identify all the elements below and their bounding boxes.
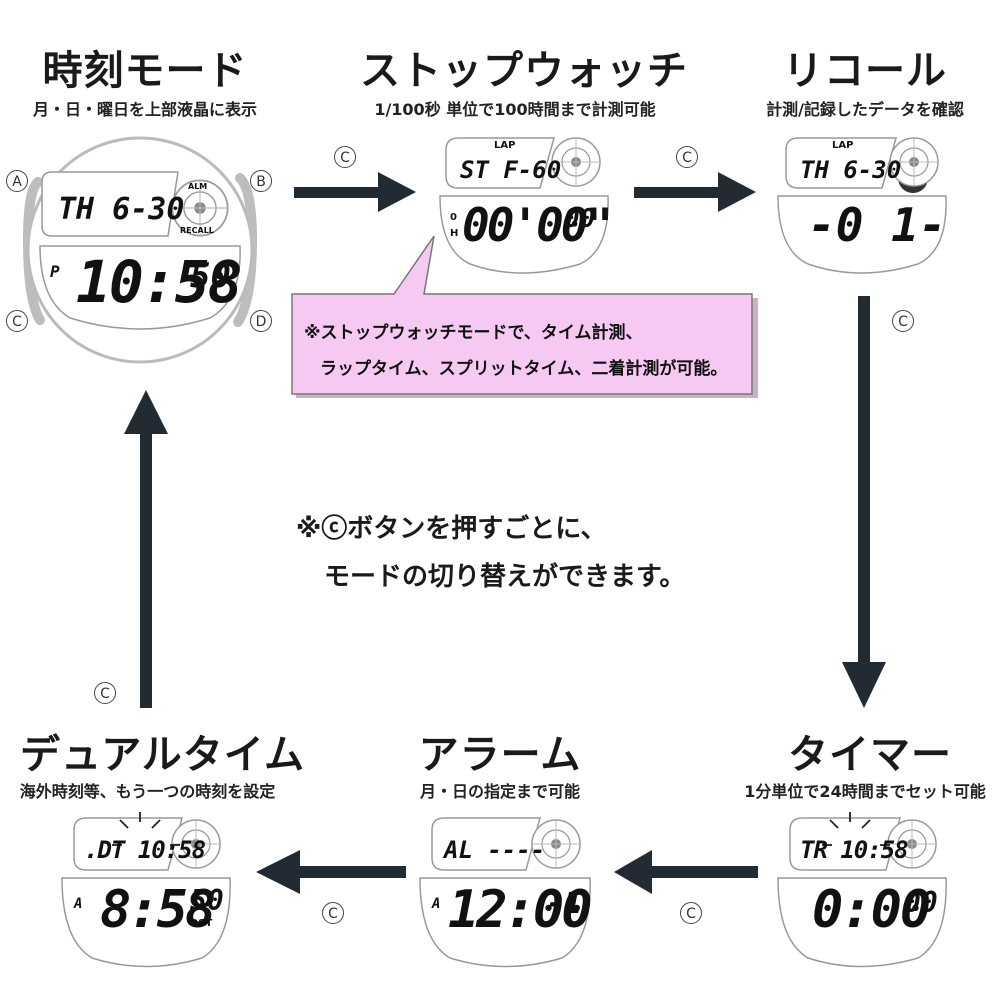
stopwatch-unit-bottom: H [450, 228, 459, 239]
stopwatch-hundredths-display: 00 [564, 204, 596, 234]
pink-callout [291, 235, 758, 398]
dualtime-upper-display: .DT 10:58 [84, 836, 206, 864]
button-d-label: D [250, 310, 272, 332]
pink-note-line1: ※ストップウォッチモードで、タイム計測、 [304, 323, 643, 343]
time-upper-display: TH 6-30 [58, 192, 185, 227]
arrow-c-label-6: C [94, 682, 116, 704]
arrow-c-label-5: C [322, 902, 344, 924]
timer-main-display: 0:00 [812, 880, 931, 940]
recall-main-display: -0 1- [808, 198, 947, 252]
flow-arrows [124, 172, 886, 894]
center-note-line1: ※ⓒボタンを押すごとに、 [296, 514, 607, 544]
dualtime-am-indicator: A [74, 896, 83, 912]
button-c-label: C [6, 310, 28, 332]
watch-time-mode [22, 136, 258, 364]
alarm-am-indicator: A [432, 896, 441, 912]
subtitle-recall: 計測/記録したデータを確認 [766, 100, 964, 119]
watch-stopwatch [439, 137, 609, 274]
dualtime-dst-label: DST [190, 918, 213, 929]
watch-dualtime [61, 817, 231, 968]
dualtime-main-display: 8:58 [100, 880, 216, 940]
time-main-display: 10:58 [76, 248, 243, 316]
title-timer: タイマー [788, 732, 952, 778]
stopwatch-unit-top: 0 [450, 212, 457, 223]
arrow-c-label-3: C [892, 310, 914, 332]
stopwatch-upper-display: ST F-60 [460, 156, 562, 184]
timer-upper-display: TR 10:58 [800, 836, 909, 864]
time-seconds-display: 50 [190, 256, 231, 296]
dial-label-recall: RECALL [180, 226, 214, 235]
subtitle-timer: 1分単位で24時間までセット可能 [744, 782, 986, 801]
title-alarm: アラーム [418, 732, 582, 778]
center-note-line2: モードの切り替えができます。 [324, 562, 686, 592]
subtitle-stopwatch: 1/100秒 単位で100時間まで計測可能 [374, 100, 656, 119]
arrow-c-label-1: C [334, 146, 356, 168]
recall-upper-display: TH 6-30 [800, 156, 902, 184]
arrow-c-label-2: C [676, 146, 698, 168]
button-a-label: A [6, 170, 28, 192]
time-pm-indicator: P [50, 262, 60, 281]
subtitle-alarm: 月・日の指定まで可能 [419, 782, 580, 801]
dial-label-alm: ALM [188, 182, 208, 191]
watch-alarm [419, 817, 591, 968]
timer-seconds-display: 00 [904, 886, 938, 919]
stopwatch-main-display: 00'00" [462, 198, 613, 252]
dualtime-seconds-display: 50 [190, 884, 224, 917]
arrow-c-label-4: C [680, 902, 702, 924]
subtitle-time-mode: 月・日・曜日を上部液晶に表示 [32, 100, 257, 119]
title-recall: リコール [783, 48, 947, 94]
title-stopwatch: ストップウォッチ [360, 48, 688, 94]
stopwatch-lap-label: LAP [494, 140, 516, 151]
title-time-mode: 時刻モード [42, 48, 248, 94]
alarm-upper-display: AL ---- [444, 836, 546, 864]
title-dualtime: デュアルタイム [20, 732, 305, 778]
flash-rays [112, 812, 890, 846]
button-b-label: B [250, 170, 272, 192]
alarm-main-display: 12:00 [448, 880, 593, 940]
alarm-date-display: -1 [546, 886, 583, 921]
watch-timer [777, 817, 947, 968]
recall-lap-label: LAP [832, 140, 854, 151]
subtitle-dualtime: 海外時刻等、もう一つの時刻を設定 [19, 782, 276, 801]
pink-note-line2: ラップタイム、スプリットタイム、二着計測が可能。 [320, 359, 728, 379]
